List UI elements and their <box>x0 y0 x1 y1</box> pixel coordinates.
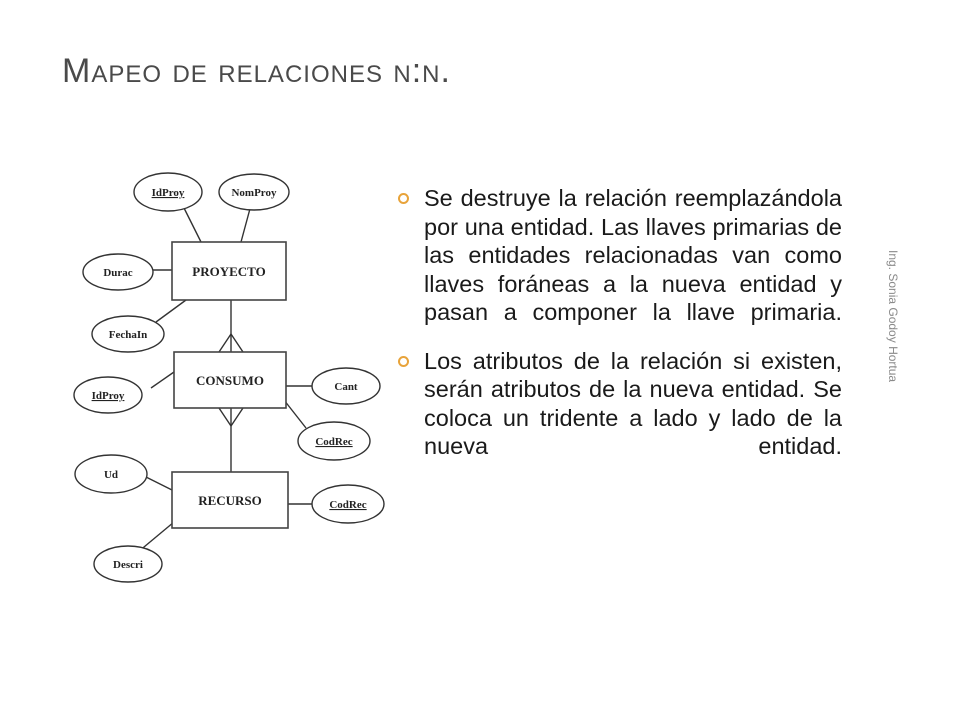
connector-nomproy-proyecto <box>240 204 252 243</box>
attr-ud-ellipse <box>74 454 148 494</box>
attr-cant-ellipse <box>311 367 381 405</box>
attr-codrec2-ellipse <box>311 484 385 524</box>
entity-recurso <box>171 471 289 529</box>
bullet-item: Los atributos de la relación si existen,… <box>398 347 842 461</box>
side-credit: Ing. Sonia Godoy Hortua <box>886 250 900 383</box>
connector-ud-recurso <box>143 475 173 491</box>
attr-idproy-ellipse <box>133 172 203 212</box>
entity-proyecto <box>171 241 287 301</box>
connector-idproy2-consumo <box>150 371 175 389</box>
bullet-text: Se destruye la relación reemplazándola p… <box>424 185 842 325</box>
connector-codrec1-consumo <box>283 399 307 429</box>
bullet-circle-icon <box>398 193 409 204</box>
connector-fechain-proyecto <box>155 299 187 323</box>
attr-nomproy-label: NomProy <box>231 187 277 199</box>
entity-consumo-label: CONSUMO <box>196 373 264 388</box>
attr-descri-label: Descri <box>113 559 143 571</box>
slide-title: Mapeo de relaciones n:n. <box>62 52 451 90</box>
trident-top-icon <box>218 332 244 353</box>
connector-descri-recurso <box>137 521 175 553</box>
entity-recurso-label: RECURSO <box>198 493 262 508</box>
attr-durac-label: Durac <box>103 267 132 279</box>
trident-bottom-icon <box>218 407 244 428</box>
bullet-text: Los atributos de la relación si existen,… <box>424 347 842 460</box>
attr-fechain-label: FechaIn <box>109 329 148 341</box>
er-diagram: PROYECTO CONSUMO RECURSO IdProy NomProy … <box>73 172 385 583</box>
bullet-item: Se destruye la relación reemplazándola p… <box>398 184 842 327</box>
bullet-list: Se destruye la relación reemplazándola p… <box>398 184 842 481</box>
attr-cant-label: Cant <box>334 381 358 393</box>
attr-ud-label: Ud <box>104 469 118 481</box>
attr-idproy2-label: IdProy <box>92 390 125 402</box>
attr-descri-ellipse <box>93 545 163 583</box>
attr-codrec1-label: CodRec <box>315 436 352 448</box>
attr-codrec1-ellipse <box>297 421 371 461</box>
bullet-circle-icon <box>398 355 409 367</box>
attr-idproy2-ellipse <box>73 376 143 414</box>
entity-consumo <box>173 351 287 409</box>
entity-proyecto-label: PROYECTO <box>192 264 265 279</box>
attr-fechain-ellipse <box>91 315 165 353</box>
attr-idproy-label: IdProy <box>152 187 185 199</box>
attr-codrec2-label: CodRec <box>329 499 366 511</box>
attr-nomproy-ellipse <box>218 173 290 211</box>
attr-durac-ellipse <box>82 253 154 291</box>
